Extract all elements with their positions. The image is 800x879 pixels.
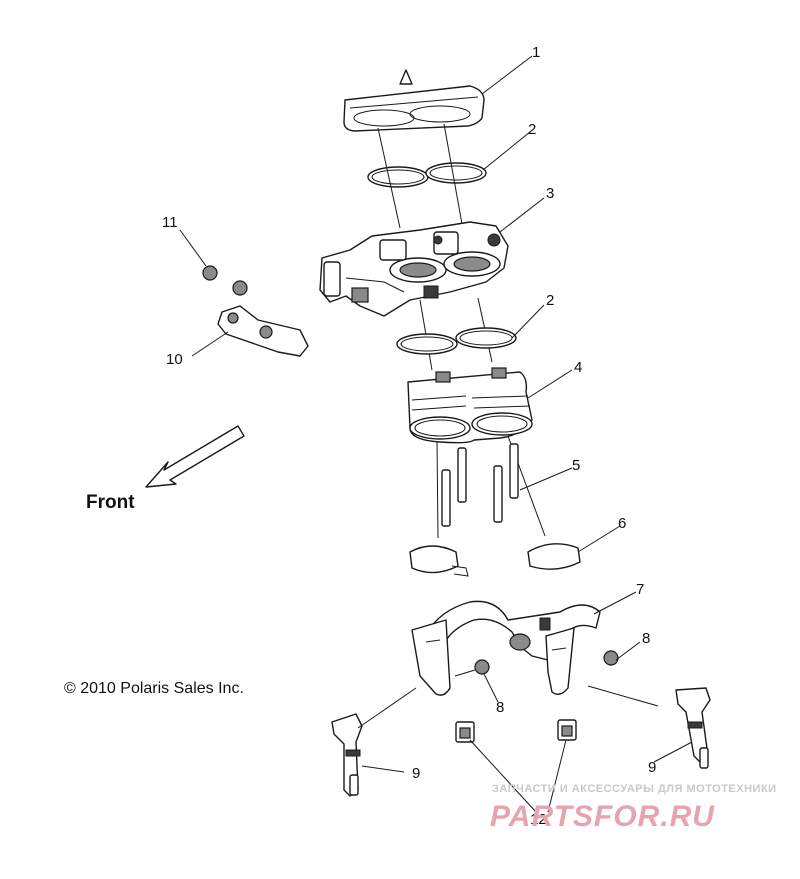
watermark-brand-logo: PARTSFOR.RU — [490, 800, 715, 833]
part-9-injector-right — [587, 685, 711, 769]
front-label: Front — [86, 492, 135, 513]
leader-lines — [179, 55, 693, 813]
callout-2-lower: 2 — [546, 292, 554, 309]
callout-7: 7 — [636, 581, 644, 598]
copyright-text: © 2010 Polaris Sales Inc. — [64, 680, 244, 697]
callout-8-left: 8 — [496, 699, 504, 716]
part-8-screws — [454, 650, 619, 677]
callout-5: 5 — [572, 457, 580, 474]
part-5-bolts — [441, 443, 519, 527]
watermark-tagline: ЗАПЧАСТИ И АКСЕССУАРЫ ДЛЯ МОТОТЕХНИКИ — [492, 783, 777, 795]
callout-6: 6 — [618, 515, 626, 532]
callout-3: 3 — [546, 185, 554, 202]
callout-4: 4 — [574, 359, 582, 376]
callout-10: 10 — [166, 351, 183, 368]
part-10-bracket — [217, 305, 309, 357]
callout-8-right: 8 — [642, 630, 650, 647]
callout-9-right: 9 — [648, 759, 656, 776]
callout-1: 1 — [532, 44, 540, 61]
part-9-injector-left — [331, 687, 417, 797]
part-2-upper-gaskets — [367, 162, 487, 188]
part-2-lower-gaskets — [396, 327, 517, 355]
part-6-clamps — [409, 543, 581, 577]
part-7-fuel-rail — [411, 600, 601, 696]
part-12-clips — [455, 719, 577, 743]
part-3-throttle-body — [319, 221, 509, 317]
part-4-intake-boots — [407, 367, 533, 444]
callout-11: 11 — [162, 214, 178, 231]
callout-12: 12 — [530, 811, 547, 828]
front-arrow-icon — [145, 425, 245, 488]
part-11-nuts — [202, 265, 248, 296]
callout-9-left: 9 — [412, 765, 420, 782]
callout-2-upper: 2 — [528, 121, 536, 138]
part-1-top-cover — [343, 69, 485, 132]
